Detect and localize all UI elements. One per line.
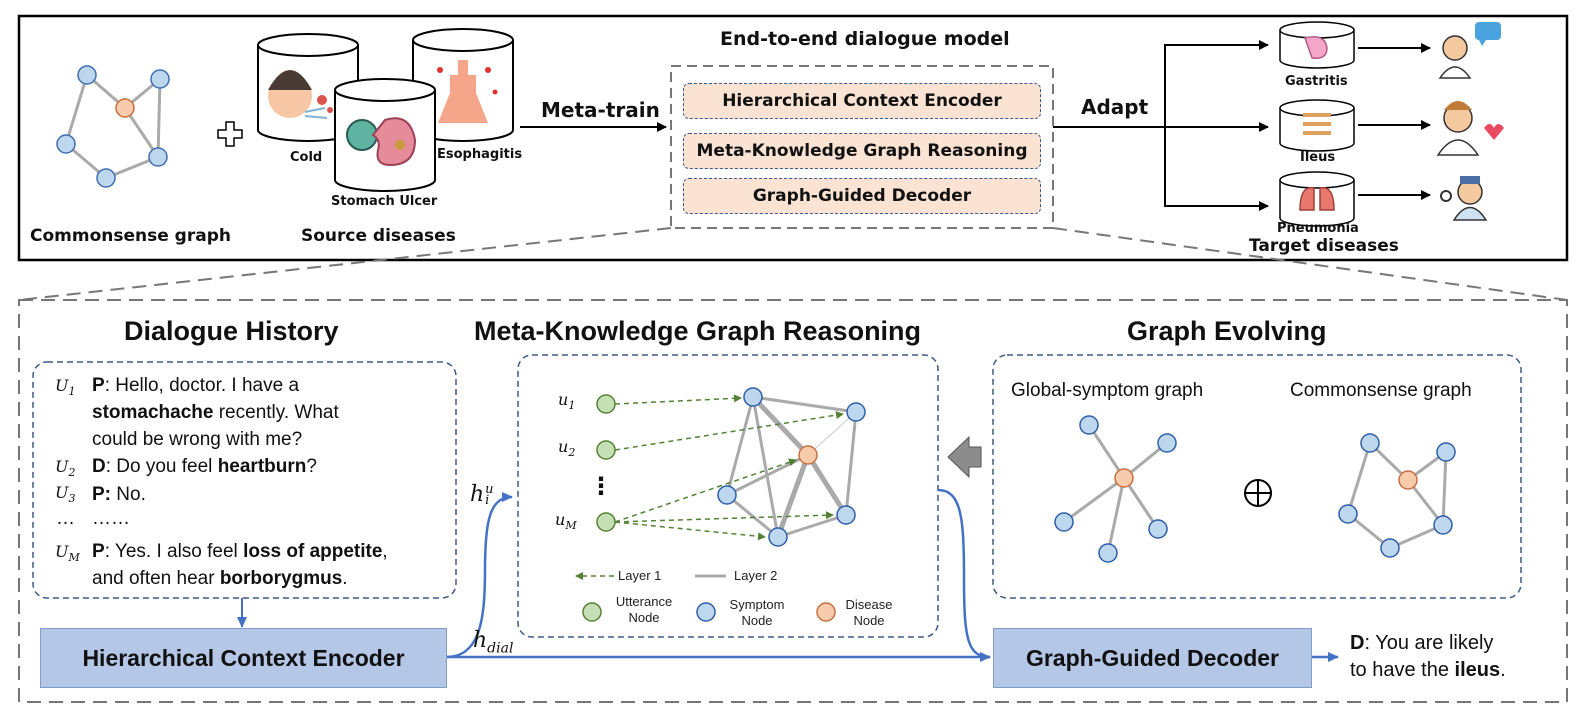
plus-icon bbox=[217, 121, 243, 147]
hierarchical-context-encoder-block: Hierarchical Context Encoder bbox=[40, 628, 447, 688]
top-commonsense-graph bbox=[64, 73, 162, 180]
reasoning-box bbox=[517, 354, 939, 638]
symptom-nodes bbox=[717, 387, 866, 547]
dialogue-line-6: P: Yes. I also feel loss of appetite, bbox=[92, 541, 388, 562]
history-box bbox=[32, 361, 457, 599]
dialogue-line-7: and often hear borborygmus. bbox=[92, 568, 348, 589]
model-title: End-to-end dialogue model bbox=[720, 28, 1010, 50]
module-graph-guided-decoder: Graph-Guided Decoder bbox=[683, 178, 1041, 214]
evolving-to-reasoning-arrow bbox=[947, 435, 982, 479]
legend-layer1-label: Layer 1 bbox=[618, 568, 662, 583]
top-graph-nodes bbox=[56, 65, 170, 188]
cold-label: Cold bbox=[290, 150, 323, 165]
cylinder-pneumonia bbox=[1279, 171, 1355, 227]
adapt-label: Adapt bbox=[1081, 95, 1149, 119]
legend-utterance-node bbox=[582, 602, 602, 622]
output-line-1: D: You are likely bbox=[1350, 632, 1494, 654]
utterance-marker-u2: U2 bbox=[55, 457, 76, 480]
doctor-icon-2 bbox=[1436, 101, 1504, 156]
dialogue-line-1: P: Hello, doctor. I have a bbox=[92, 375, 300, 396]
h-dial-label: hdial bbox=[473, 628, 514, 657]
commonsense-graph-edges bbox=[1346, 441, 1448, 550]
legend-layer2-label: Layer 2 bbox=[734, 568, 778, 583]
legend-disease-label: Disease Node bbox=[845, 597, 893, 628]
module-hierarchical-context-encoder: Hierarchical Context Encoder bbox=[683, 83, 1041, 119]
utterance-vdots: ⋮ bbox=[589, 472, 613, 500]
doctor-icon-3 bbox=[1440, 176, 1488, 221]
utterance-nodes bbox=[596, 394, 616, 532]
graph-evolving-title: Graph Evolving bbox=[1127, 316, 1327, 346]
reasoning-to-decoder-arrow bbox=[937, 488, 991, 659]
evolving-box bbox=[992, 354, 1522, 599]
utterance-label-um: uM bbox=[555, 510, 577, 533]
output-line-2: to have the ileus. bbox=[1350, 659, 1506, 681]
stomach-ulcer-label: Stomach Ulcer bbox=[331, 194, 438, 209]
dialogue-ellipsis-left: … bbox=[56, 508, 75, 529]
utterance-label-u2: u2 bbox=[558, 437, 576, 460]
stomach-ulcer-illustration bbox=[346, 117, 417, 167]
encoder-to-reasoning-arrow bbox=[445, 492, 513, 659]
doctor-arrows bbox=[1358, 43, 1431, 200]
graph-guided-decoder-block: Graph-Guided Decoder bbox=[993, 628, 1312, 688]
doctor-icon-1 bbox=[1438, 22, 1501, 79]
dialogue-line-4: D: Do you feel heartburn? bbox=[92, 456, 317, 477]
global-disease-node bbox=[1114, 468, 1134, 488]
esophagitis-illustration bbox=[429, 60, 498, 123]
top-panel-border bbox=[17, 14, 1569, 262]
dialogue-ellipsis-right: …… bbox=[92, 508, 130, 529]
utterance-marker-u3: U3 bbox=[55, 483, 76, 506]
dialogue-line-2: stomachache recently. What bbox=[92, 402, 339, 423]
cylinder-gastritis bbox=[1279, 21, 1355, 69]
oplus-icon bbox=[1244, 479, 1272, 507]
gastritis-label: Gastritis bbox=[1285, 74, 1348, 89]
reasoning-graph-edges bbox=[725, 394, 858, 540]
bottom-panel-border bbox=[18, 299, 1568, 703]
layer1-arrows bbox=[614, 394, 844, 541]
esophagitis-label: Esophagitis bbox=[437, 147, 523, 162]
adapt-arrows bbox=[1053, 40, 1269, 211]
commonsense-graph-label: Commonsense graph bbox=[30, 226, 231, 246]
dialogue-line-3: could be wrong with me? bbox=[92, 429, 303, 450]
cylinder-ileus bbox=[1279, 99, 1355, 152]
legend-utterance-label: Utterance Node bbox=[615, 594, 673, 625]
source-diseases-label: Source diseases bbox=[301, 226, 456, 246]
commonsense-disease-node bbox=[1398, 470, 1418, 490]
meta-train-label: Meta-train bbox=[541, 98, 660, 122]
legend-disease-node bbox=[816, 602, 836, 622]
utterance-marker-u1: U1 bbox=[55, 376, 76, 399]
disease-node bbox=[798, 445, 818, 465]
global-symptom-graph-label: Global-symptom graph bbox=[1011, 380, 1204, 401]
utterance-marker-um: UM bbox=[55, 542, 80, 565]
commonsense-graph-label-bottom: Commonsense graph bbox=[1290, 380, 1472, 401]
reasoning-title: Meta-Knowledge Graph Reasoning bbox=[474, 316, 922, 346]
legend-symptom-label: Symptom Node bbox=[729, 597, 785, 628]
module-meta-knowledge-graph-reasoning: Meta-Knowledge Graph Reasoning bbox=[683, 133, 1041, 169]
cold-illustration bbox=[268, 70, 333, 119]
dialogue-history-title: Dialogue History bbox=[124, 316, 339, 346]
ileus-label: Ileus bbox=[1300, 150, 1336, 165]
target-diseases-label: Target diseases bbox=[1249, 236, 1399, 256]
dialogue-line-5: P: No. bbox=[92, 484, 146, 505]
global-symptom-graph-nodes bbox=[1054, 415, 1177, 563]
legend-symptom-node bbox=[696, 602, 716, 622]
utterance-label-u1: u1 bbox=[558, 390, 576, 413]
pneumonia-label: Pneumonia bbox=[1277, 221, 1359, 236]
commonsense-graph-nodes bbox=[1338, 433, 1456, 558]
